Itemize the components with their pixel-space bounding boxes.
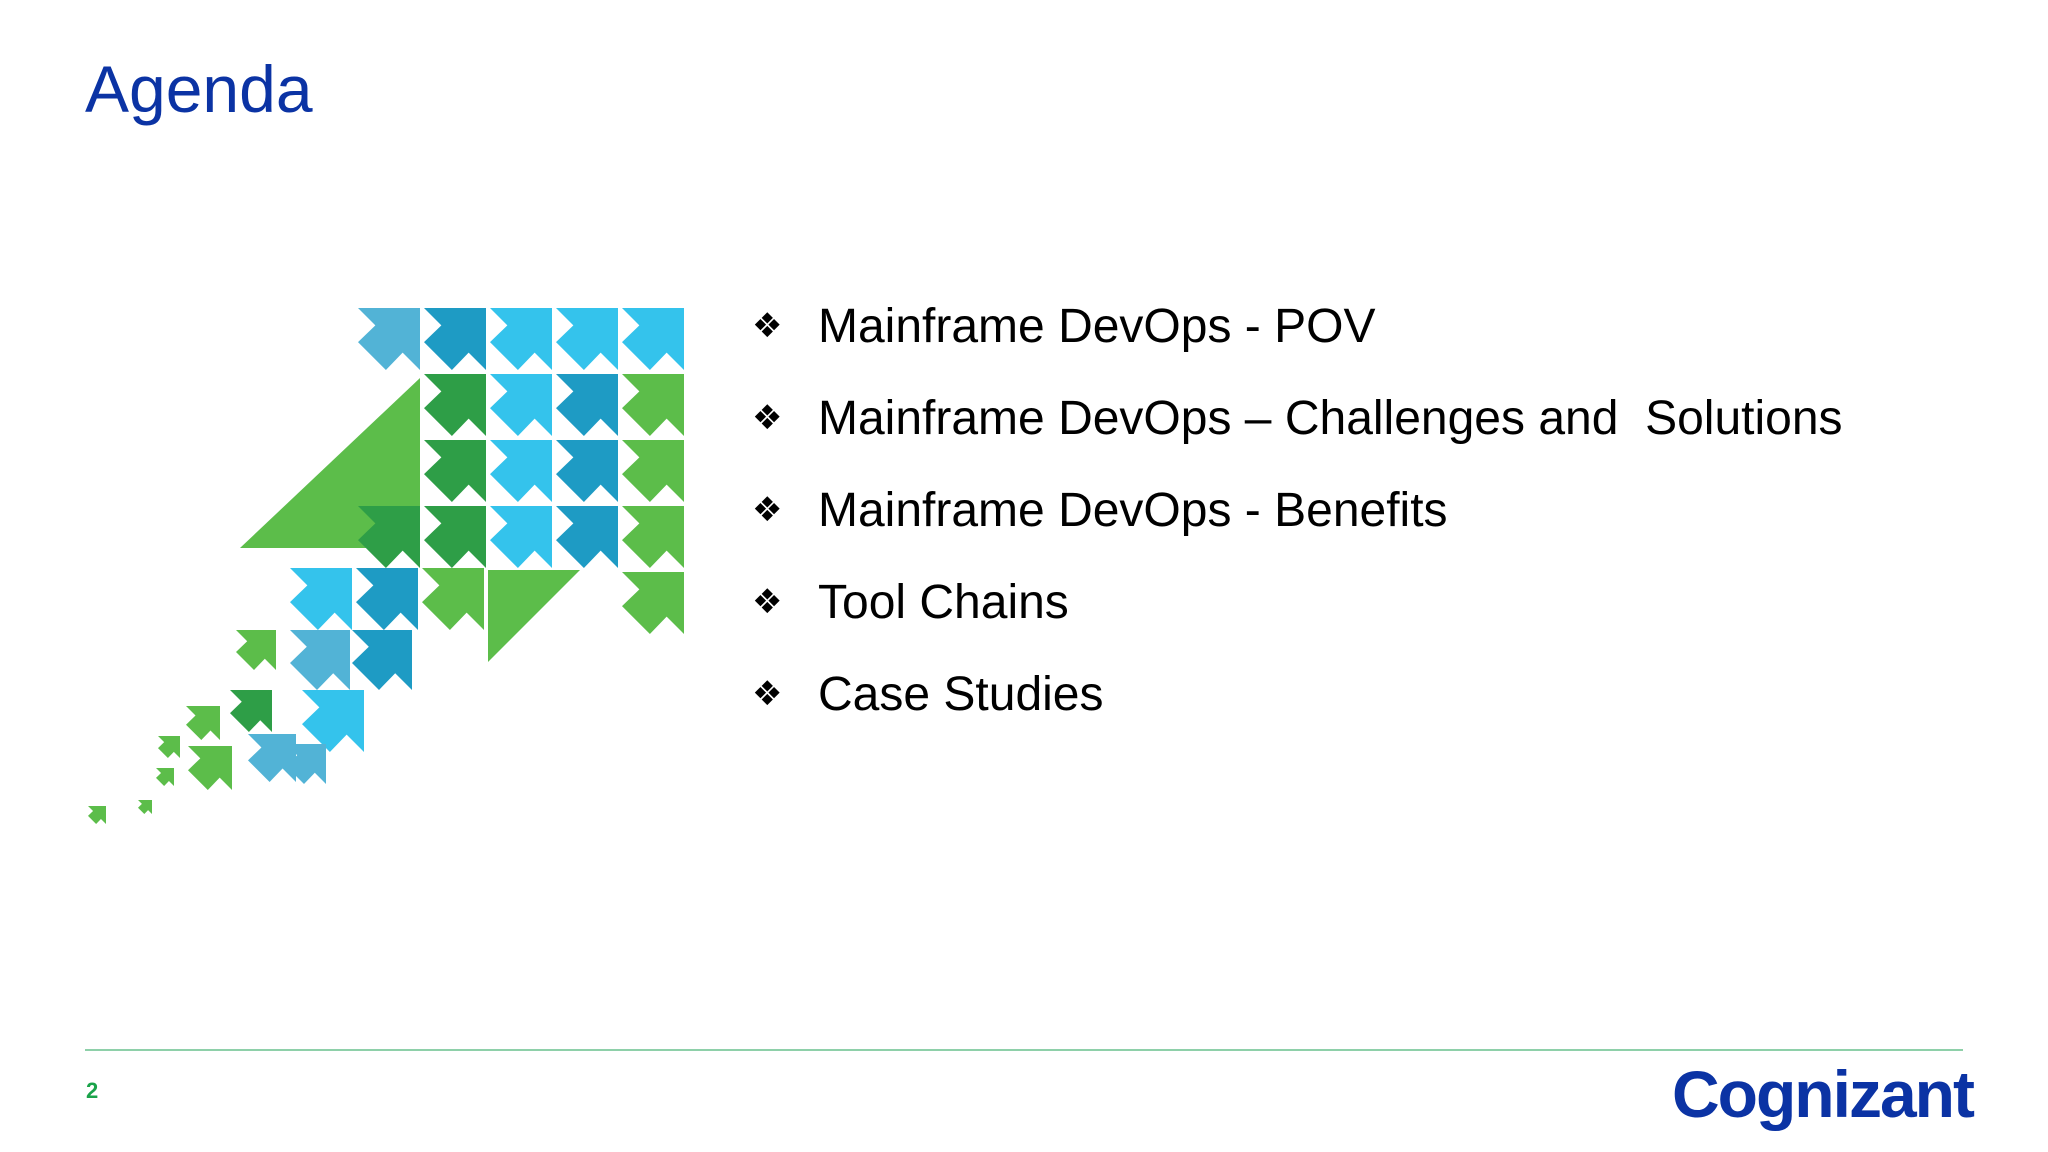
arrow-tile (88, 806, 106, 824)
arrow-tile (622, 506, 684, 568)
arrow-tile (424, 374, 486, 436)
arrow-tile (156, 768, 174, 786)
agenda-list: ❖ Mainframe DevOps - POV ❖ Mainframe Dev… (752, 280, 1843, 740)
slide-title: Agenda (85, 52, 313, 126)
arrow-tile (424, 506, 486, 568)
agenda-item: ❖ Mainframe DevOps – Challenges and Solu… (752, 372, 1843, 464)
arrow-tile (490, 440, 552, 502)
agenda-item: ❖ Mainframe DevOps - Benefits (752, 464, 1843, 556)
four-diamond-bullet-icon: ❖ (752, 306, 783, 346)
arrow-tile (236, 630, 276, 670)
arrow-tile (556, 506, 618, 568)
upward-arrows-icon (88, 308, 684, 824)
arrow-tile (556, 440, 618, 502)
arrow-tile (556, 374, 618, 436)
agenda-item-label: Mainframe DevOps – Challenges and Soluti… (818, 391, 1843, 445)
four-diamond-bullet-icon: ❖ (752, 582, 783, 622)
page-number: 2 (86, 1078, 99, 1103)
arrow-tile (358, 506, 420, 568)
arrow-tile (290, 568, 352, 630)
four-diamond-bullet-icon: ❖ (752, 490, 783, 530)
arrow-tile (158, 736, 180, 758)
arrow-tile (302, 690, 364, 752)
arrow-tile (556, 308, 618, 370)
footer-divider (85, 1049, 1963, 1051)
arrow-body-shape (240, 378, 420, 548)
arrow-body-shape (488, 570, 580, 662)
arrow-tile (422, 568, 484, 630)
four-diamond-bullet-icon: ❖ (752, 398, 783, 438)
arrow-tile (622, 440, 684, 502)
arrow-tile (138, 800, 152, 814)
arrow-tile (490, 374, 552, 436)
arrow-tile (286, 744, 326, 784)
arrow-tile (622, 308, 684, 370)
arrow-tile (230, 690, 272, 732)
four-diamond-bullet-icon: ❖ (752, 674, 783, 714)
arrow-tile (424, 440, 486, 502)
agenda-item-label: Mainframe DevOps - POV (818, 299, 1376, 353)
agenda-item-label: Tool Chains (818, 575, 1069, 629)
arrow-tile (188, 746, 232, 790)
arrow-tile (622, 572, 684, 634)
agenda-item: ❖ Tool Chains (752, 556, 1843, 648)
cognizant-logo: Cognizant (1672, 1057, 1975, 1131)
arrow-tile (352, 630, 412, 690)
arrow-tile (490, 506, 552, 568)
arrow-tile (356, 568, 418, 630)
agenda-item-label: Case Studies (818, 667, 1104, 721)
arrow-tile (248, 734, 296, 782)
arrow-tile (424, 308, 486, 370)
agenda-item-label: Mainframe DevOps - Benefits (818, 483, 1448, 537)
agenda-item: ❖ Mainframe DevOps - POV (752, 280, 1843, 372)
arrow-tile (186, 706, 220, 740)
arrow-tile (290, 630, 350, 690)
agenda-item: ❖ Case Studies (752, 648, 1843, 740)
arrow-tile (622, 374, 684, 436)
arrow-tile (358, 308, 420, 370)
arrow-tile (490, 308, 552, 370)
